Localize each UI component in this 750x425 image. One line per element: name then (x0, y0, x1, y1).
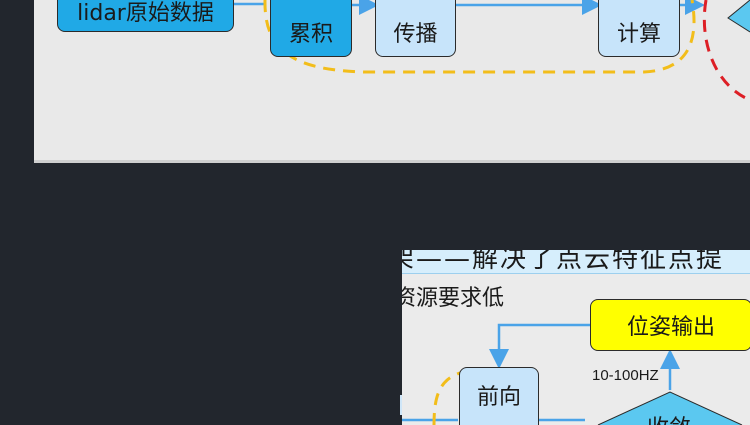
slide-title-strip: 架——解决了点云特征点提 (402, 250, 750, 274)
red-dashed-arc (702, 0, 750, 102)
lidar-raw-data-node: lidar原始数据 (57, 0, 234, 32)
top-connectors (234, 0, 750, 102)
slide-title: 架——解决了点云特征点提 (402, 250, 725, 274)
partial-diamond (727, 0, 750, 33)
bottom-connectors (402, 323, 743, 425)
propagate-label: 传播 (393, 21, 438, 47)
rate-label: 10-100HZ (592, 367, 659, 384)
lidar-raw-data-label: lidar原始数据 (77, 1, 214, 26)
yellow-dashed-loop-bottom (432, 368, 492, 425)
arrow-pose-to-forward (489, 323, 590, 369)
converge-label: 收敛 (647, 410, 691, 425)
accumulate-label: 累积 (288, 21, 333, 47)
forward-label: 前向 (476, 385, 521, 410)
propagate-node: 传播 (375, 0, 456, 57)
edge-connector (400, 395, 402, 415)
pose-output-label: 位姿输出 (626, 315, 715, 340)
forward-node: 前向 (459, 367, 539, 425)
pose-output-node: 位姿输出 (590, 299, 750, 351)
converge-diamond (597, 391, 743, 425)
compute-label: 计算 (616, 21, 661, 47)
yellow-dashed-loop (263, 0, 696, 74)
accumulate-node: 累积 (270, 0, 352, 57)
slide-subtitle: 资源要求低 (402, 286, 505, 311)
top-slide: lidar原始数据 累积 传播 计算 (34, 0, 750, 163)
bottom-slide: 架——解决了点云特征点提 资源要求低 位姿输出 前向 10-100HZ 收敛 (402, 250, 750, 425)
compute-node: 计算 (598, 0, 680, 57)
